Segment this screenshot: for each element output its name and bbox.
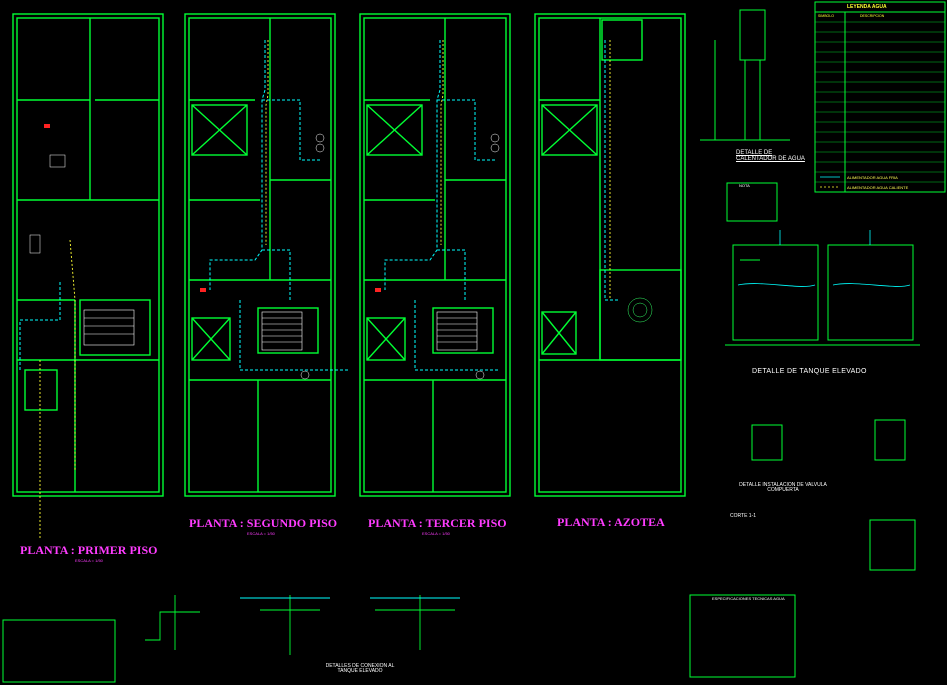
legend-col-symbol: SIMBOLO [818,14,834,18]
legend-row [815,142,945,152]
valve-detail-title: DETALLE INSTALACION DE VALVULA COMPUERTA [739,482,827,493]
plan2-scale: ESCALA = 1/50 [247,531,275,536]
notes-box-title: NOTA [739,183,750,188]
cut-detail-title: CORTE 1-1 [730,513,757,519]
legend-row [815,32,945,42]
legend-row [815,162,945,172]
legend-title: LEYENDA AGUA [847,4,887,10]
plan4-title: PLANTA : AZOTEA [557,515,665,529]
legend-row-cold-feed: ALIMENTADOR AGUA FRIA [847,175,898,180]
legend-row [815,122,945,132]
specs-box-title: ESPECIFICACIONES TECNICAS AGUA [712,596,785,601]
tank-left [732,244,819,341]
legend-row [815,72,945,82]
tank-detail-title: DETALLE DE TANQUE ELEVADO [752,368,867,375]
plan1-scale: ESCALA = 1/50 [75,558,103,563]
legend-row [815,152,945,162]
heater-detail-title: DETALLE DE CALENTADOR DE AGUA [736,150,805,162]
plan2-outline [184,13,336,497]
legend-row [815,22,945,32]
legend-row [815,52,945,62]
connections-detail-title: DETALLES DE CONEXION AL TANQUE ELEVADO [325,663,395,674]
water-legend: LEYENDA AGUA SIMBOLO DESCRIPCION ALIMENT… [815,2,945,192]
legend-row [815,112,945,122]
plan3-title: PLANTA : TERCER PISO [368,516,507,530]
legend-row [815,62,945,72]
legend-col-desc: DESCRIPCION [860,14,885,18]
tank-right [827,244,914,341]
plan3-scale: ESCALA = 1/50 [422,531,450,536]
legend-row [815,102,945,112]
plan4-outline [534,13,686,497]
legend-row-hot-feed: ALIMENTADOR AGUA CALIENTE [847,185,909,190]
legend-row [815,132,945,142]
legend-row [815,42,945,52]
legend-row [815,82,945,92]
heater-body [739,9,766,61]
plan1-title: PLANTA : PRIMER PISO [20,543,158,557]
legend-row [815,92,945,102]
plan2-title: PLANTA : SEGUNDO PISO [189,516,338,530]
plan3-outline [359,13,511,497]
plan1-outline [12,13,164,497]
